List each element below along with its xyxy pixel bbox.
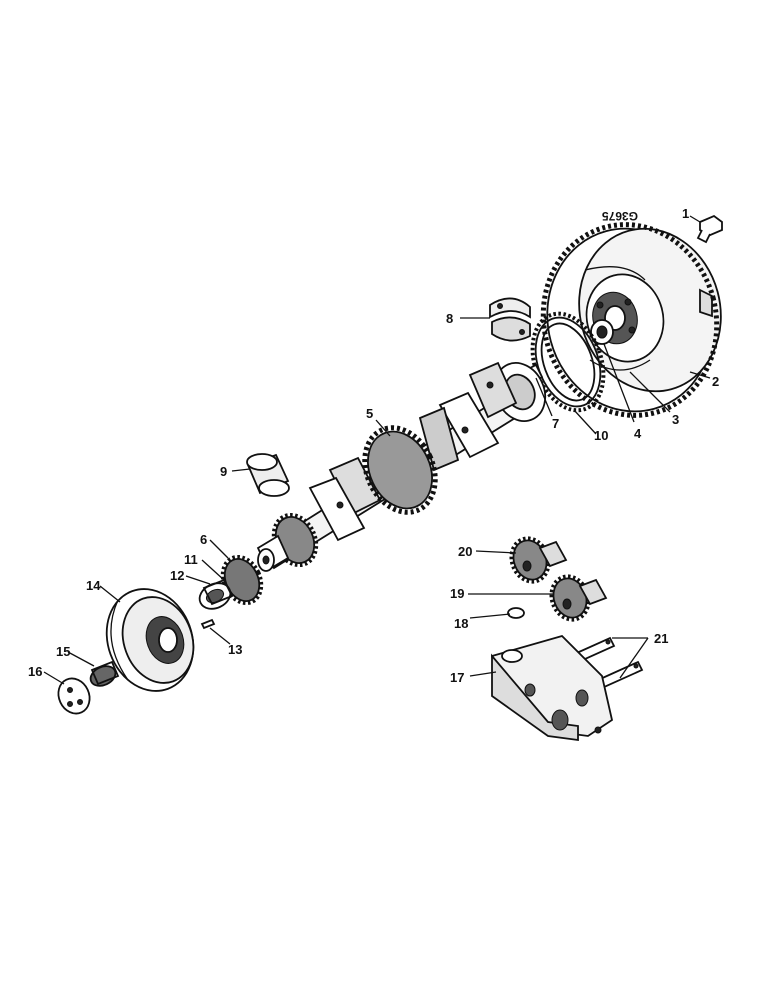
part-15-seal	[89, 660, 120, 687]
reference-code: G3675	[602, 209, 638, 223]
callout-6: 6	[200, 532, 207, 547]
leader-lines	[43, 215, 711, 685]
callout-2: 2	[712, 374, 719, 389]
part-13-key	[200, 618, 216, 630]
part-9-bearing-sleeve	[246, 453, 290, 497]
callout-11: 11	[184, 552, 198, 567]
part-17-housing	[490, 634, 614, 742]
callout-16: 16	[28, 664, 42, 679]
callout-13: 13	[228, 642, 242, 657]
part-20-gear	[509, 536, 568, 584]
callout-9: 9	[220, 464, 227, 479]
part-2-flywheel	[546, 227, 722, 413]
callout-1: 1	[682, 206, 689, 221]
part-8-bearing-shells	[489, 297, 531, 342]
callout-12: 12	[170, 568, 184, 583]
callout-19: 19	[450, 586, 464, 601]
callout-4: 4	[634, 426, 642, 441]
callout-18: 18	[454, 616, 468, 631]
part-1-bolt	[696, 214, 723, 244]
callout-14: 14	[86, 578, 101, 593]
part-18-ring	[507, 607, 525, 619]
callout-17: 17	[450, 670, 464, 685]
part-4-bearing	[590, 319, 614, 345]
part-3-ring-gear	[540, 222, 720, 418]
callout-3: 3	[672, 412, 679, 427]
callout-20: 20	[458, 544, 472, 559]
part-12-collar	[198, 578, 234, 610]
part-16-washer	[57, 677, 91, 715]
callout-21: 21	[654, 631, 668, 646]
part-14-pulley	[105, 588, 195, 692]
part-5-crankshaft	[256, 361, 547, 572]
callout-8: 8	[446, 311, 453, 326]
part-19-gear	[549, 574, 608, 622]
callout-7: 7	[552, 416, 559, 431]
callout-5: 5	[366, 406, 373, 421]
callout-15: 15	[56, 644, 70, 659]
callout-10: 10	[594, 428, 608, 443]
